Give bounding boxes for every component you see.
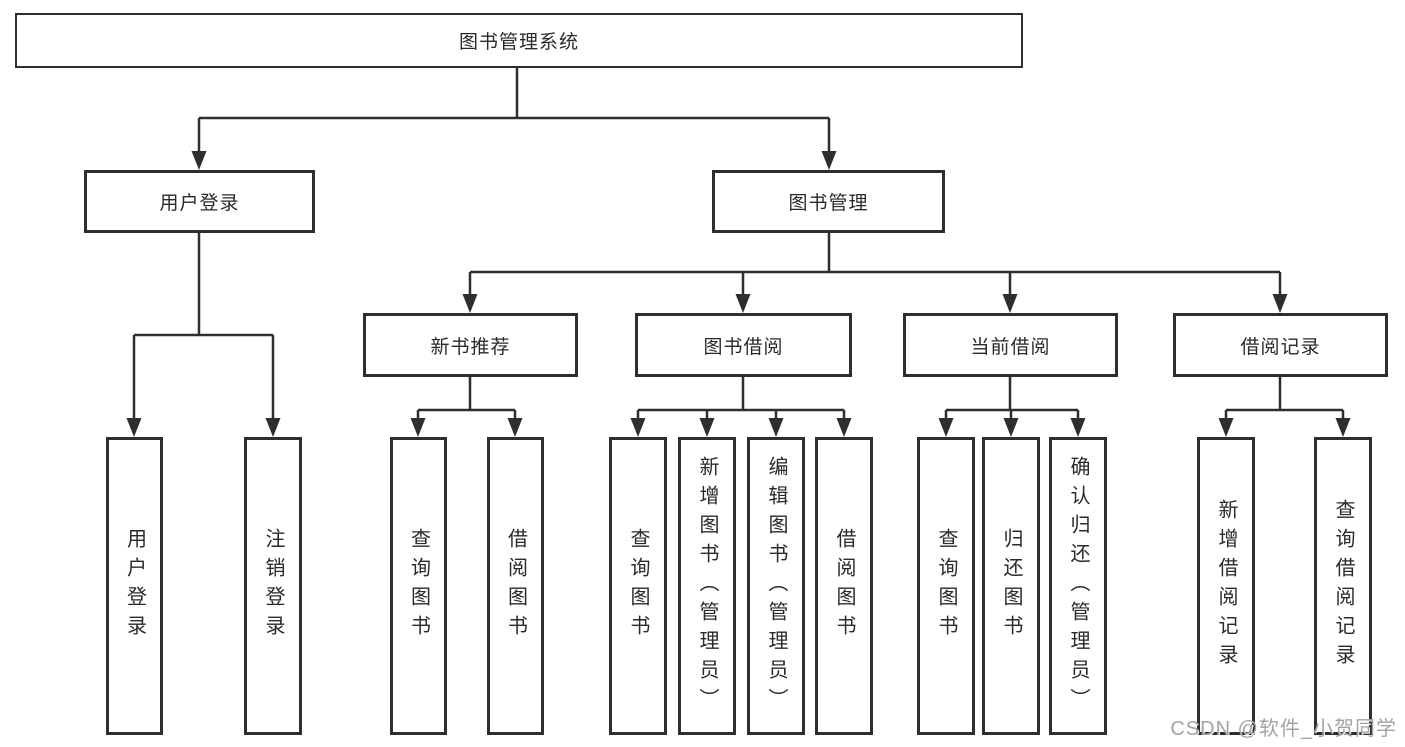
node-user-login: 用户登录 <box>84 170 315 233</box>
arrow-icon <box>699 418 715 437</box>
leaf-return-book: 归还图书 <box>982 437 1040 735</box>
leaf-query-books-recommend: 查询图书 <box>390 437 447 735</box>
node-label: 查询借阅记录 <box>1332 499 1354 673</box>
node-label: 确认归还（管理员） <box>1067 455 1089 717</box>
leaf-query-borrow-record: 查询借阅记录 <box>1314 437 1372 735</box>
arrow-icon <box>1002 294 1018 313</box>
node-label: 当前借阅 <box>970 336 1051 358</box>
leaf-query-books-current: 查询图书 <box>917 437 975 735</box>
node-label: 注销登录 <box>262 528 284 644</box>
leaf-user-login: 用户登录 <box>106 437 163 735</box>
arrow-icon <box>1070 418 1086 437</box>
csdn-watermark: CSDN @软件_小贺同学 <box>1170 718 1397 740</box>
arrow-icon <box>191 151 207 170</box>
node-label: 新书推荐 <box>430 336 511 358</box>
arrowheads <box>126 151 1351 437</box>
node-library-management-system: 图书管理系统 <box>15 13 1023 68</box>
node-label: 用户登录 <box>159 193 240 214</box>
arrow-icon <box>836 418 852 437</box>
node-label: 图书管理系统 <box>458 32 579 53</box>
leaf-add-borrow-record: 新增借阅记录 <box>1197 437 1255 735</box>
arrow-icon <box>126 418 142 437</box>
arrow-icon <box>821 151 837 170</box>
leaf-edit-book-admin: 编辑图书（管理员） <box>747 437 805 735</box>
leaf-borrow-books-borrowing: 借阅图书 <box>815 437 873 735</box>
arrow-icon <box>630 418 646 437</box>
node-label: 借阅图书 <box>504 528 527 644</box>
node-label: 借阅图书 <box>833 528 855 644</box>
arrow-icon <box>265 418 281 437</box>
leaf-add-book-admin: 新增图书（管理员） <box>678 437 736 735</box>
node-label: 查询图书 <box>627 528 649 644</box>
node-label: 查询图书 <box>935 528 957 644</box>
arrow-icon <box>1272 294 1288 313</box>
arrow-icon <box>507 418 523 437</box>
node-label: 新增借阅记录 <box>1215 499 1237 673</box>
node-label: 编辑图书（管理员） <box>765 455 787 717</box>
node-book-borrowing: 图书借阅 <box>635 313 852 377</box>
arrow-icon <box>1003 418 1019 437</box>
leaf-borrow-books-recommend: 借阅图书 <box>487 437 544 735</box>
node-label: 借阅记录 <box>1240 336 1321 358</box>
arrow-icon <box>735 294 751 313</box>
arrow-icon <box>410 418 426 437</box>
node-label: 图书借阅 <box>703 336 784 358</box>
node-label: 图书管理 <box>788 193 869 214</box>
arrow-icon <box>1218 418 1234 437</box>
arrow-icon <box>938 418 954 437</box>
node-label: 查询图书 <box>407 528 430 644</box>
leaf-logout-login: 注销登录 <box>244 437 302 735</box>
arrow-icon <box>462 294 478 313</box>
connector-path <box>132 68 1345 423</box>
node-borrow-records: 借阅记录 <box>1173 313 1388 377</box>
arrow-icon <box>768 418 784 437</box>
node-current-borrowing: 当前借阅 <box>903 313 1118 377</box>
node-book-management: 图书管理 <box>712 170 945 233</box>
arrow-icon <box>1335 418 1351 437</box>
leaf-query-books-borrowing: 查询图书 <box>609 437 667 735</box>
node-label: 归还图书 <box>1000 528 1022 644</box>
node-label: 新增图书（管理员） <box>696 455 718 717</box>
leaf-confirm-return-admin: 确认归还（管理员） <box>1049 437 1107 735</box>
node-new-book-recommend: 新书推荐 <box>363 313 578 377</box>
node-label: 用户登录 <box>123 528 146 644</box>
